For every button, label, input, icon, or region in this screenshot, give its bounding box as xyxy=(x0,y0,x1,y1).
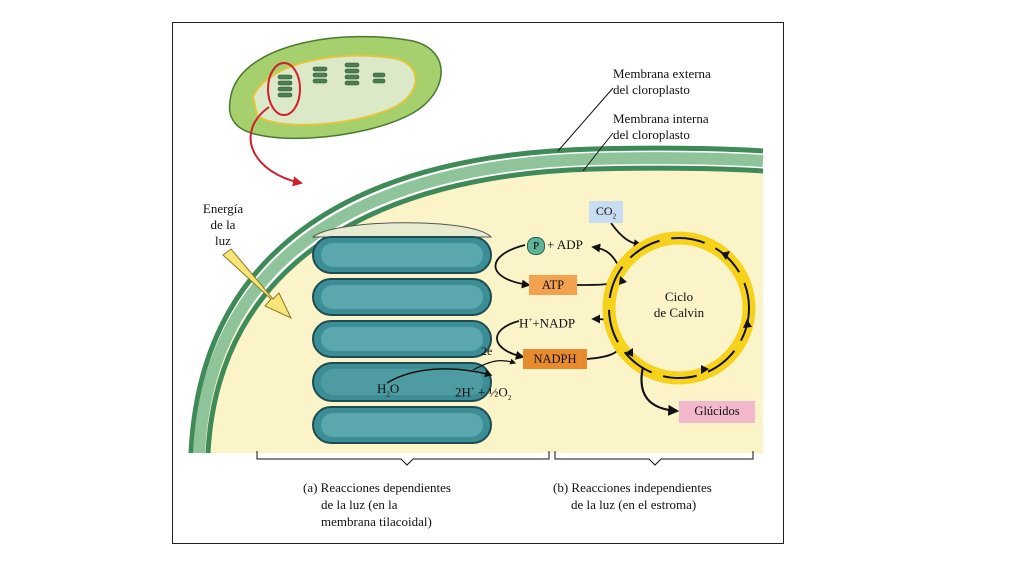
products-label: 2H+ + ½O2 xyxy=(455,384,512,402)
red-arrow xyxy=(249,106,303,187)
thylakoid-stack xyxy=(311,222,493,444)
bracket-a xyxy=(256,451,550,466)
nadp-to-nadph-arrow xyxy=(496,320,525,360)
adp-to-atp-arrow xyxy=(494,244,531,289)
bracket-b xyxy=(554,451,754,466)
light-energy-arrow xyxy=(222,248,293,320)
co2-box: CO2 xyxy=(589,201,623,223)
inner-membrane xyxy=(205,165,764,454)
glucidos-box: Glúcidos xyxy=(679,401,755,423)
inner-membrane-pointer xyxy=(582,132,614,172)
outer-membrane-pointer xyxy=(557,87,614,152)
adp-label: + ADP xyxy=(547,237,583,252)
caption-a: (a) Reacciones dependientes de la luz (e… xyxy=(303,480,451,529)
chloroplast-diagram xyxy=(188,35,764,466)
intermembrane-space xyxy=(193,152,764,454)
phosphate-circle: P xyxy=(527,237,545,255)
light-energy-label: Energía de la luz xyxy=(202,201,244,248)
water-label: H2O xyxy=(377,381,400,399)
nadph-box: NADPH xyxy=(523,349,587,369)
caption-b: (b) Reacciones independientes de la luz … xyxy=(553,480,712,512)
outer-membrane xyxy=(188,145,764,454)
calvin-cycle-arrowheads xyxy=(619,251,752,374)
chloroplast-thumbnail xyxy=(228,35,442,140)
calvin-cycle-label: Ciclo de Calvin xyxy=(653,289,705,320)
highlight-circle xyxy=(267,62,301,116)
glucidos-arrow xyxy=(640,366,680,416)
electron-arrow xyxy=(472,358,517,371)
h-nadp-label: H++NADP xyxy=(519,315,576,331)
atp-box: ATP xyxy=(529,275,577,295)
water-split-arrow xyxy=(386,368,493,384)
electrons-label: 2e xyxy=(481,344,493,358)
